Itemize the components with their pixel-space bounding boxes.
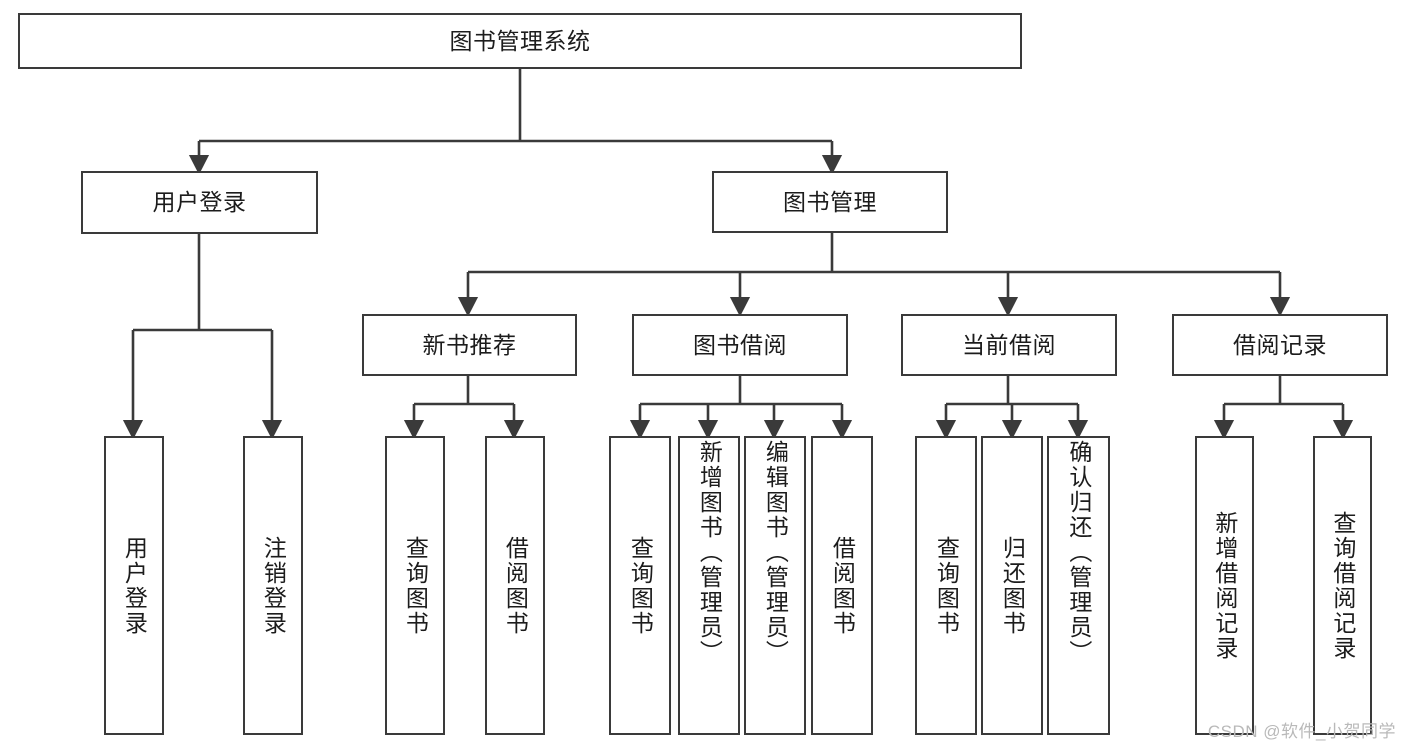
leaf-book-borrow-add[interactable]: 新增图书（管理员）: [678, 436, 740, 735]
leaf-book-borrow-edit[interactable]: 编辑图书（管理员）: [744, 436, 806, 735]
node-book-management-label: 图书管理: [783, 188, 877, 215]
leaf-current-borrow-return-label: 归还图书: [999, 535, 1026, 636]
leaf-book-borrow-edit-label: 编辑图书（管理员）: [762, 440, 789, 665]
leaf-new-book-query[interactable]: 查询图书: [385, 436, 445, 735]
leaf-current-borrow-confirm[interactable]: 确认归还（管理员）: [1047, 436, 1110, 735]
leaf-book-borrow-query-label: 查询图书: [627, 535, 654, 636]
node-current-borrow-label: 当前借阅: [962, 331, 1056, 358]
leaf-current-borrow-query-label: 查询图书: [933, 535, 960, 636]
node-borrow-record-label: 借阅记录: [1233, 331, 1327, 358]
node-user-login[interactable]: 用户登录: [81, 171, 318, 234]
leaf-user-login-login[interactable]: 用户登录: [104, 436, 164, 735]
csdn-watermark: CSDN @软件_小贺同学: [1207, 722, 1396, 741]
leaf-borrow-record-add[interactable]: 新增借阅记录: [1195, 436, 1254, 735]
node-new-book-recommend[interactable]: 新书推荐: [362, 314, 577, 376]
node-root-system[interactable]: 图书管理系统: [18, 13, 1022, 69]
leaf-borrow-record-query[interactable]: 查询借阅记录: [1313, 436, 1372, 735]
node-current-borrow[interactable]: 当前借阅: [901, 314, 1117, 376]
leaf-current-borrow-query[interactable]: 查询图书: [915, 436, 977, 735]
leaf-user-login-login-label: 用户登录: [121, 535, 148, 636]
node-book-management[interactable]: 图书管理: [712, 171, 948, 233]
leaf-book-borrow-lend-label: 借阅图书: [829, 535, 856, 636]
leaf-borrow-record-query-label: 查询借阅记录: [1329, 510, 1356, 661]
leaf-new-book-query-label: 查询图书: [402, 535, 429, 636]
node-book-borrow-label: 图书借阅: [693, 331, 787, 358]
leaf-borrow-record-add-label: 新增借阅记录: [1211, 510, 1238, 661]
leaf-book-borrow-query[interactable]: 查询图书: [609, 436, 671, 735]
node-user-login-label: 用户登录: [152, 189, 247, 216]
leaf-new-book-borrow-label: 借阅图书: [502, 535, 529, 636]
node-book-borrow[interactable]: 图书借阅: [632, 314, 848, 376]
leaf-new-book-borrow[interactable]: 借阅图书: [485, 436, 545, 735]
leaf-current-borrow-confirm-label: 确认归还（管理员）: [1065, 440, 1092, 665]
leaf-user-login-logout[interactable]: 注销登录: [243, 436, 303, 735]
leaf-book-borrow-lend[interactable]: 借阅图书: [811, 436, 873, 735]
node-new-book-recommend-label: 新书推荐: [422, 331, 517, 358]
node-borrow-record[interactable]: 借阅记录: [1172, 314, 1388, 376]
node-root-system-label: 图书管理系统: [449, 27, 591, 54]
leaf-user-login-logout-label: 注销登录: [260, 535, 287, 636]
leaf-current-borrow-return[interactable]: 归还图书: [981, 436, 1043, 735]
leaf-book-borrow-add-label: 新增图书（管理员）: [696, 440, 723, 665]
